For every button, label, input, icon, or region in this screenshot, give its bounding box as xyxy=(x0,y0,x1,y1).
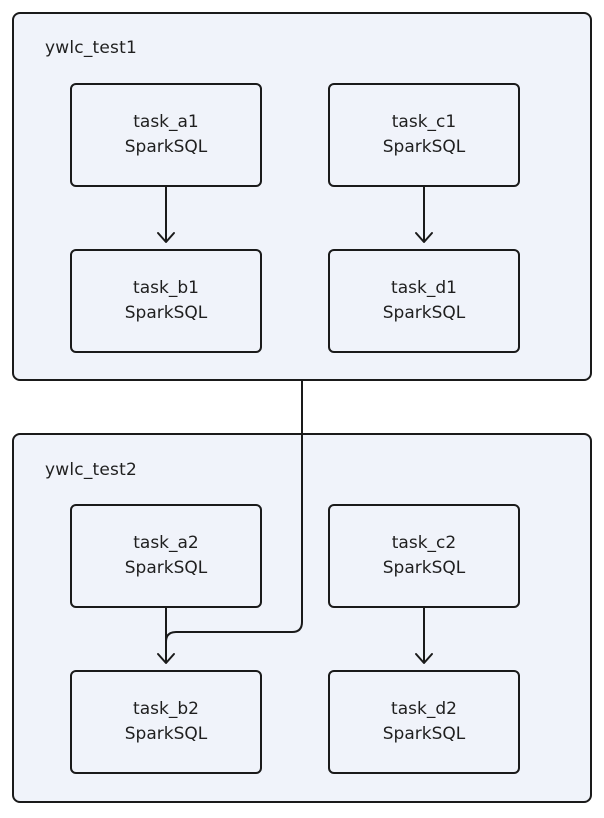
task-node-b2[interactable]: task_b2 SparkSQL xyxy=(70,670,262,774)
task-name: task_a1 xyxy=(133,112,199,132)
edge-c2-d2[interactable] xyxy=(415,607,433,664)
task-name: task_c2 xyxy=(391,533,457,553)
task-node-d2[interactable]: task_d2 SparkSQL xyxy=(328,670,520,774)
task-node-a2[interactable]: task_a2 SparkSQL xyxy=(70,504,262,608)
task-type: SparkSQL xyxy=(382,137,466,157)
task-type: SparkSQL xyxy=(124,724,208,744)
group-label: ywlc_test2 xyxy=(45,460,137,480)
edge-c1-d1[interactable] xyxy=(415,186,433,243)
task-type: SparkSQL xyxy=(382,303,466,323)
task-name: task_b1 xyxy=(133,278,199,298)
task-name: task_d2 xyxy=(391,699,457,719)
task-node-a1[interactable]: task_a1 SparkSQL xyxy=(70,83,262,187)
task-name: task_b2 xyxy=(133,699,199,719)
task-type: SparkSQL xyxy=(382,558,466,578)
edge-a1-b1[interactable] xyxy=(157,186,175,243)
task-type: SparkSQL xyxy=(124,303,208,323)
task-name: task_c1 xyxy=(391,112,457,132)
task-node-c2[interactable]: task_c2 SparkSQL xyxy=(328,504,520,608)
task-type: SparkSQL xyxy=(382,724,466,744)
task-type: SparkSQL xyxy=(124,137,208,157)
task-name: task_a2 xyxy=(133,533,199,553)
task-node-b1[interactable]: task_b1 SparkSQL xyxy=(70,249,262,353)
edge-test1-b2[interactable] xyxy=(165,380,303,643)
task-type: SparkSQL xyxy=(124,558,208,578)
task-node-d1[interactable]: task_d1 SparkSQL xyxy=(328,249,520,353)
edge-a2-b2[interactable] xyxy=(157,607,175,664)
task-name: task_d1 xyxy=(391,278,457,298)
group-label: ywlc_test1 xyxy=(45,38,137,58)
